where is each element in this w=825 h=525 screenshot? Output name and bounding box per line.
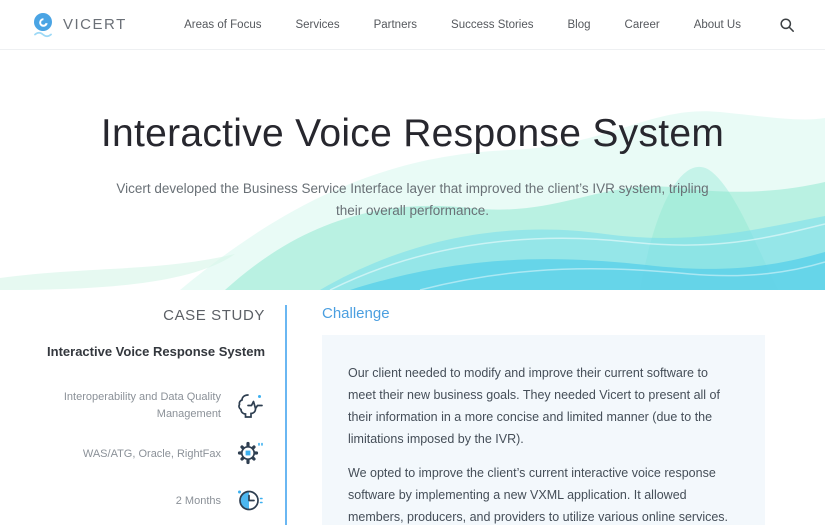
case-study-sidebar: CASE STUDY Interactive Voice Response Sy… xyxy=(30,305,265,525)
fact-duration-label: 2 Months xyxy=(175,494,221,507)
nav-item-areas-of-focus[interactable]: Areas of Focus xyxy=(184,18,262,31)
fact-technology-label: WAS/ATG, Oracle, RightFax xyxy=(82,447,221,460)
page-title: Interactive Voice Response System xyxy=(100,112,725,155)
page-subtitle: Vicert developed the Business Service In… xyxy=(116,181,709,219)
case-study-eyebrow: CASE STUDY xyxy=(163,307,265,324)
fact-domain-label: Interoperability and Data Quality Manage… xyxy=(63,391,221,420)
nav-item-career[interactable]: Career xyxy=(624,18,660,31)
gear-icon xyxy=(235,439,265,469)
wave-background xyxy=(0,111,825,290)
nav-item-partners[interactable]: Partners xyxy=(373,18,418,31)
nav-item-success-stories[interactable]: Success Stories xyxy=(451,18,534,31)
nav-item-blog[interactable]: Blog xyxy=(567,18,591,31)
case-study-section: CASE STUDY Interactive Voice Response Sy… xyxy=(0,290,825,525)
fact-duration: 2 Months xyxy=(30,486,265,516)
main-nav: Areas of Focus Services Partners Success… xyxy=(184,17,795,33)
vicert-logo-text: VICERT xyxy=(63,16,127,33)
case-study-body: Challenge Our client needed to modify an… xyxy=(287,305,765,525)
top-navigation-bar: VICERT Areas of Focus Services Partners … xyxy=(0,0,825,50)
challenge-paragraph-2: We opted to improve the client’s current… xyxy=(348,466,729,524)
hero-section: Interactive Voice Response System Vicert… xyxy=(0,50,825,290)
clock-icon xyxy=(235,486,265,516)
challenge-paragraph-1: Our client needed to modify and improve … xyxy=(348,366,720,446)
nav-item-services[interactable]: Services xyxy=(295,18,340,31)
fact-technology: WAS/ATG, Oracle, RightFax xyxy=(30,439,265,469)
search-icon[interactable] xyxy=(779,17,795,33)
vicert-logo-icon xyxy=(30,11,56,38)
vicert-logo[interactable]: VICERT xyxy=(30,11,127,38)
case-study-facts: Interoperability and Data Quality Manage… xyxy=(30,389,265,516)
fact-domain: Interoperability and Data Quality Manage… xyxy=(30,389,265,422)
brain-pulse-icon xyxy=(235,391,265,421)
challenge-heading: Challenge xyxy=(322,305,390,322)
nav-item-about-us[interactable]: About Us xyxy=(693,18,741,31)
challenge-text-box: Our client needed to modify and improve … xyxy=(322,335,765,525)
vertical-divider xyxy=(285,305,287,525)
case-study-title: Interactive Voice Response System xyxy=(47,344,265,359)
